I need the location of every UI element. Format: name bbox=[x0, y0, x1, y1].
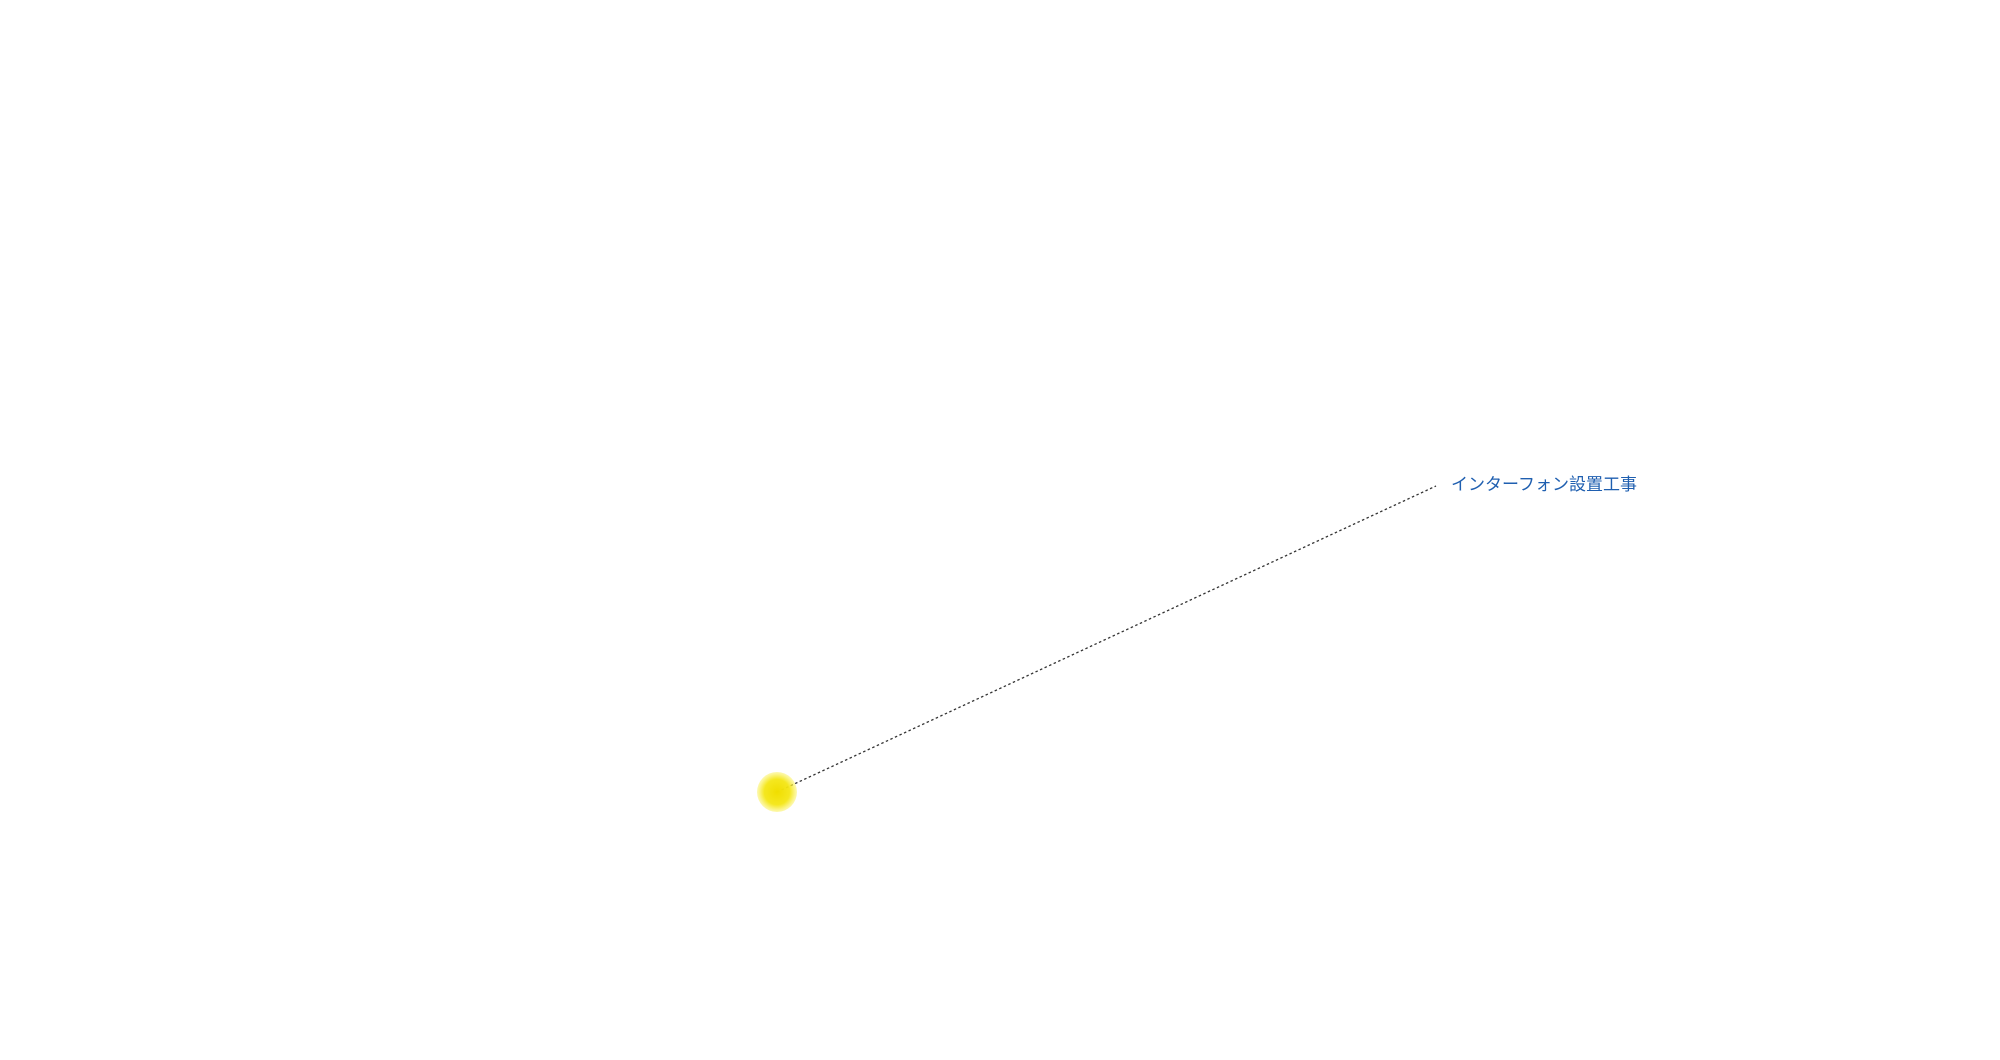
leader-line bbox=[776, 485, 1437, 793]
hotspot-marker-icon[interactable] bbox=[757, 772, 797, 812]
hotspot-label-link[interactable]: インターフォン設置工事 bbox=[1451, 475, 1637, 495]
